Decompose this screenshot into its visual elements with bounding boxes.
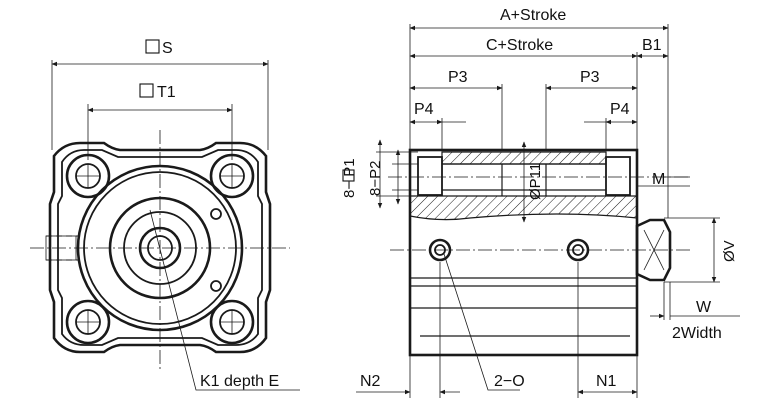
s-square-symbol xyxy=(145,39,160,54)
p4-right-label: P4 xyxy=(610,101,630,118)
v-label: ØV xyxy=(721,240,738,262)
retaining-ring-top xyxy=(210,208,222,220)
two-o-label: 2−O xyxy=(494,373,525,390)
m-label: M xyxy=(652,171,665,188)
p2-label: 8−P2 xyxy=(367,161,384,196)
p11-label: ØP11 xyxy=(527,163,544,200)
c-stroke-label: C+Stroke xyxy=(486,37,553,54)
section-hatch-lower xyxy=(409,195,638,221)
p3-right-label: P3 xyxy=(580,69,600,86)
b1-label: B1 xyxy=(642,37,662,54)
n2-label: N2 xyxy=(360,373,381,390)
s-label: S xyxy=(162,40,173,57)
t1-label: T1 xyxy=(157,84,176,101)
mounting-hole-bl xyxy=(65,299,111,345)
t1-square-symbol xyxy=(139,83,154,98)
two-width-label: 2Width xyxy=(672,325,722,342)
p3-left-label: P3 xyxy=(448,69,468,86)
counterbore-left xyxy=(417,156,443,196)
front-view: S T1 xyxy=(30,39,300,391)
retaining-ring-bottom xyxy=(210,280,222,292)
p1-square-symbol xyxy=(342,169,355,182)
a-stroke-label: A+Stroke xyxy=(500,7,566,24)
p1-label: 8− P1 xyxy=(341,158,358,198)
front-body-inner xyxy=(57,149,263,346)
counterbore-right xyxy=(605,156,631,196)
n1-label: N1 xyxy=(596,373,617,390)
mounting-hole-tl xyxy=(65,153,111,199)
p4-left-label: P4 xyxy=(414,101,434,118)
two-o-leader xyxy=(443,253,520,391)
w-label: W xyxy=(696,299,712,316)
k1-depth-e-label: K1 depth E xyxy=(200,373,279,390)
side-view: A+Stroke C+Stroke B1 P3 P3 P4 P4 xyxy=(341,7,740,398)
mounting-hole-tr xyxy=(209,153,255,199)
mounting-hole-br xyxy=(209,299,255,345)
k1-leader xyxy=(149,209,300,391)
rod-end-hex xyxy=(635,218,672,282)
front-body-outline xyxy=(48,141,272,354)
